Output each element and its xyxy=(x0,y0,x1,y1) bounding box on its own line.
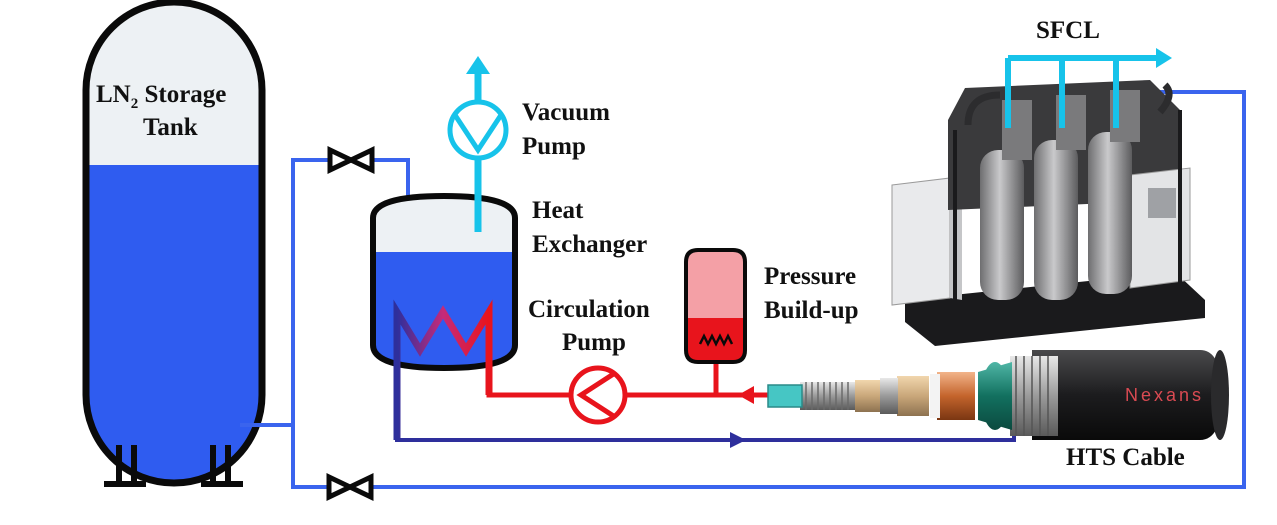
top-valve[interactable] xyxy=(327,146,375,174)
tank-label-prefix: LN xyxy=(96,81,131,108)
vacuum-pump-label-line2: Pump xyxy=(522,133,586,160)
cable-brand-text: Nexans xyxy=(1125,385,1204,405)
tank-legs xyxy=(104,445,243,487)
tank-label-line2: Tank xyxy=(143,114,198,141)
heat-exchanger-label-line1: Heat xyxy=(532,197,584,224)
hts-cable xyxy=(767,350,1229,440)
heat-exchanger-coil xyxy=(393,299,493,440)
bottom-valve[interactable] xyxy=(326,473,374,501)
sfcl-unit xyxy=(891,48,1205,346)
heat-exchanger xyxy=(370,160,518,440)
circulation-pump[interactable] xyxy=(568,365,628,425)
circulation-pump-label-line2: Pump xyxy=(562,329,626,356)
pressure-buildup-label-line2: Build-up xyxy=(764,297,859,324)
sfcl-vent-manifold xyxy=(1005,55,1160,128)
circulation-pump-label-line1: Circulation xyxy=(528,296,650,323)
ln2-storage-tank xyxy=(82,0,266,487)
sfcl-label: SFCL xyxy=(1036,17,1100,44)
pressure-buildup-label-line1: Pressure xyxy=(764,263,857,290)
heat-exchanger-label-line2: Exchanger xyxy=(532,231,648,258)
heater-zigzag-icon xyxy=(698,333,734,347)
vacuum-pump-label-line1: Vacuum xyxy=(522,99,610,126)
tank-label-suffix: Storage xyxy=(138,81,227,108)
tank-label: LN2 Storage xyxy=(96,80,226,119)
hts-cable-label: HTS Cable xyxy=(1066,444,1185,471)
circulation-line xyxy=(486,350,768,404)
pressure-buildup-vessel xyxy=(684,248,747,364)
tank-label-subscript: 2 xyxy=(130,96,139,112)
